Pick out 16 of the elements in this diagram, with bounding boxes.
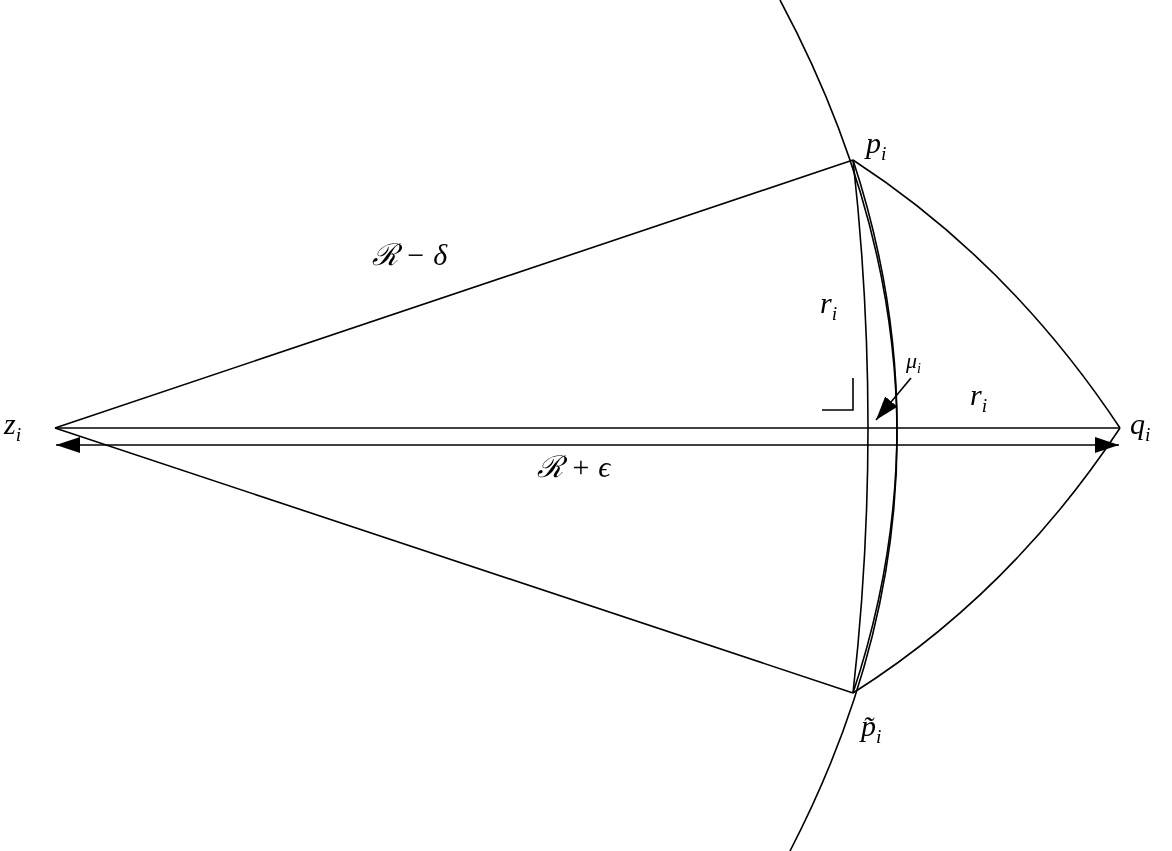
point-label: z$_{i}$ xyxy=(4,409,22,445)
length-label: r$_{i}$ xyxy=(820,288,838,324)
point-label: q$_{i}$ xyxy=(1130,409,1151,445)
length-label: r$_{i}$ xyxy=(970,380,988,416)
point-label: p$_{i}$ xyxy=(866,128,887,164)
line xyxy=(54,427,854,694)
line xyxy=(852,427,1121,694)
point-label: p̃$_{i}$ xyxy=(861,711,882,747)
line xyxy=(852,159,1121,429)
line xyxy=(54,159,854,429)
double-arrow xyxy=(55,437,1120,453)
point-label: μ$_{i}$ xyxy=(906,350,922,376)
line xyxy=(852,159,898,694)
line xyxy=(54,427,1121,429)
leader-arrow xyxy=(875,377,912,421)
line xyxy=(852,159,869,694)
